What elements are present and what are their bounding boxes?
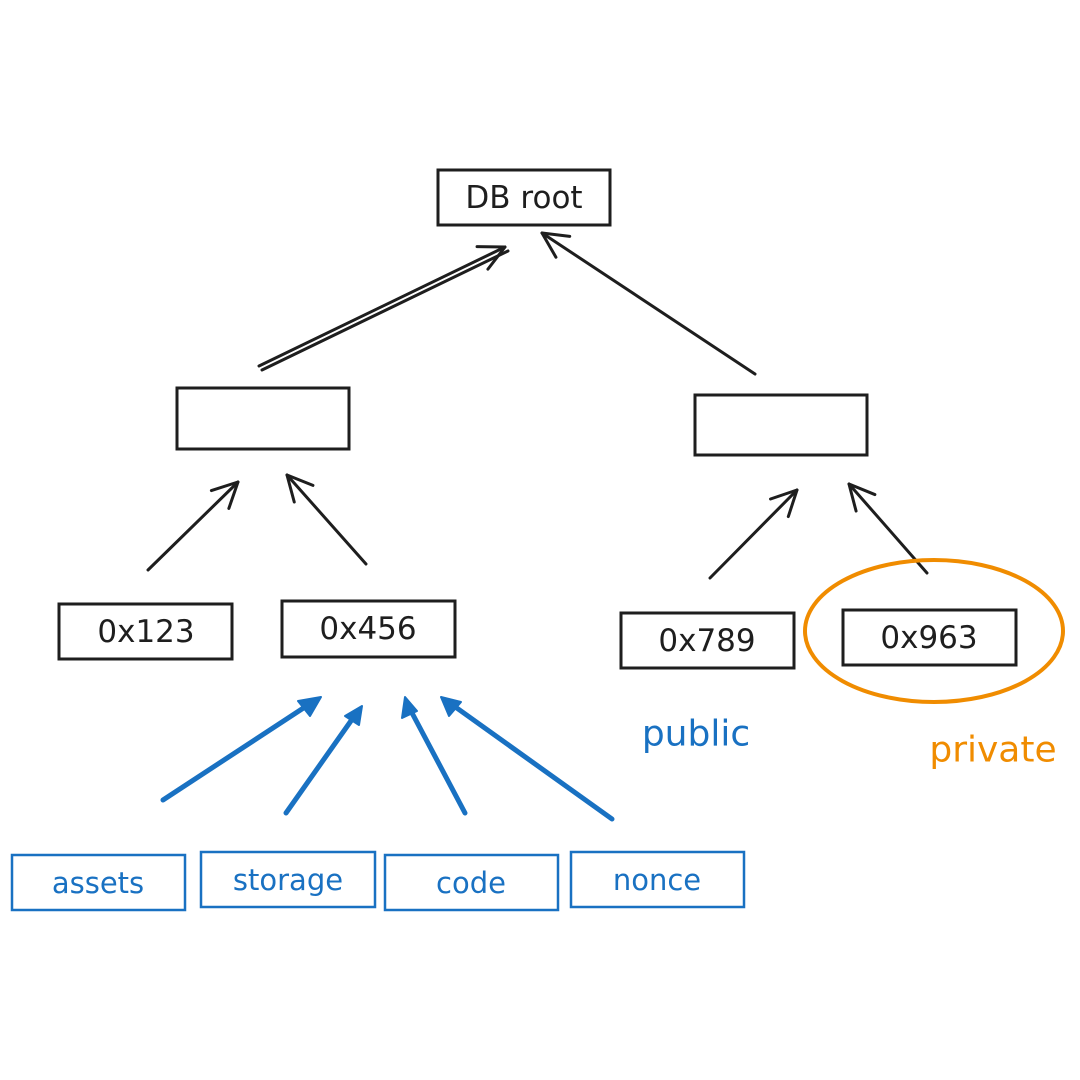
db-root-label: DB root [465, 180, 582, 216]
leaf-label: 0x789 [658, 623, 755, 659]
internal-node-right [693, 393, 869, 457]
field-label: nonce [613, 863, 701, 897]
leaf-node-0x963: 0x963 [841, 608, 1018, 667]
field-label: code [436, 866, 506, 900]
leaf-label: 0x456 [319, 611, 416, 647]
leaf-label: 0x123 [97, 614, 194, 650]
field-node-code: code [383, 853, 560, 912]
public-annotation: public [642, 714, 750, 755]
leaf-node-0x456: 0x456 [280, 599, 457, 659]
arrow-storage-to-0x456 [283, 705, 363, 816]
arrow-0x123-to-left [146, 480, 240, 572]
arrow-assets-to-0x456 [160, 696, 322, 803]
field-node-storage: storage [199, 850, 377, 909]
field-node-nonce: nonce [569, 850, 746, 909]
db-root-node: DB root [436, 168, 612, 227]
internal-node-left [175, 386, 351, 451]
arrow-nonce-to-0x456 [440, 696, 615, 822]
arrow-0x456-to-left [285, 473, 368, 566]
arrow-left-to-root [257, 245, 510, 372]
field-node-assets: assets [10, 853, 187, 912]
private-annotation: private [929, 730, 1056, 771]
field-label: storage [233, 863, 343, 897]
arrow-0x963-to-right [847, 482, 929, 575]
leaf-node-0x789: 0x789 [619, 611, 796, 670]
leaf-label: 0x963 [880, 620, 977, 656]
leaf-node-0x123: 0x123 [57, 602, 234, 661]
arrow-code-to-0x456 [401, 696, 468, 816]
arrow-0x789-to-right [708, 488, 799, 580]
private-highlight-ellipse [803, 558, 1065, 704]
field-label: assets [52, 866, 144, 900]
arrow-right-to-root [540, 231, 757, 376]
